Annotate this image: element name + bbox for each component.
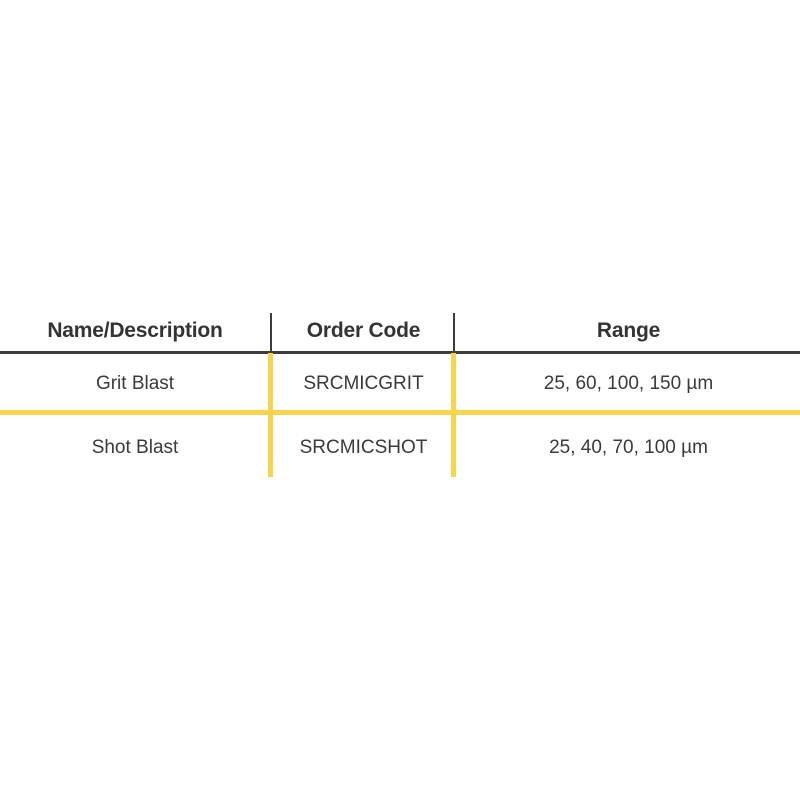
table-row: Shot Blast xyxy=(91,437,179,458)
table-row: 25, 60, 100, 150 µm xyxy=(543,373,714,394)
header-divider-2 xyxy=(453,313,455,353)
table-row: 25, 40, 70, 100 µm xyxy=(549,437,708,458)
column-header-name-description: Name/Description xyxy=(47,319,223,342)
row-separator-rule xyxy=(0,410,800,415)
table-row: SRCMICGRIT xyxy=(303,373,424,394)
header-divider-1 xyxy=(270,313,272,353)
table-row: SRCMICSHOT xyxy=(299,437,428,458)
column-header-range: Range xyxy=(596,319,661,342)
body-divider-2 xyxy=(451,353,456,477)
specification-table: Name/Description Order Code Range Grit B… xyxy=(0,305,800,485)
table-row: Grit Blast xyxy=(95,373,175,394)
header-bottom-rule xyxy=(0,351,800,354)
column-header-order-code: Order Code xyxy=(306,319,421,342)
body-divider-1 xyxy=(268,353,273,477)
